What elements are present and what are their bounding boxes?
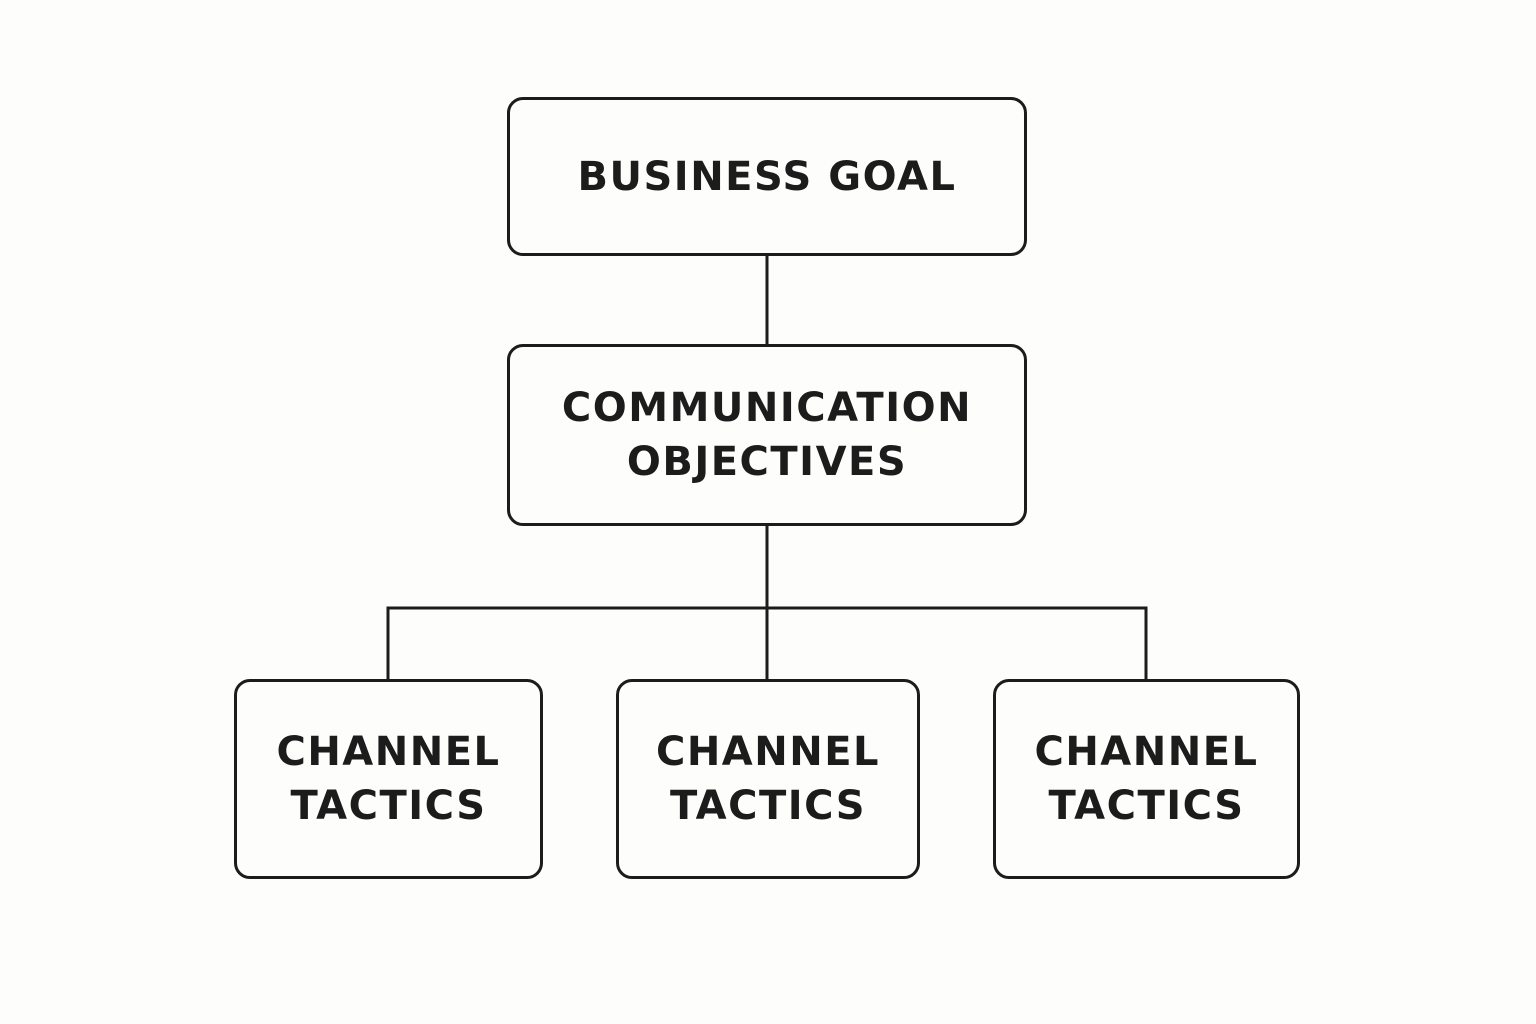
business-goal-box: BUSINESS GOAL [507, 97, 1027, 256]
channel-tactics-3-label-line-1: CHANNEL [1034, 729, 1259, 775]
channel-tactics-box-2: CHANNEL TACTICS [616, 679, 920, 879]
communication-objectives-label-line-2: OBJECTIVES [626, 439, 908, 485]
communication-objectives-label-line-1: COMMUNICATION [561, 385, 973, 431]
channel-tactics-1-label-line-2: TACTICS [290, 783, 487, 829]
channel-tactics-2-label-line-1: CHANNEL [655, 729, 881, 775]
channel-tactics-2-label-line-2: TACTICS [669, 783, 867, 829]
channel-tactics-3-label-line-2: TACTICS [1048, 783, 1245, 829]
channel-tactics-box-1: CHANNEL TACTICS [234, 679, 543, 879]
communication-objectives-box: COMMUNICATION OBJECTIVES [507, 344, 1027, 526]
channel-tactics-box-3: CHANNEL TACTICS [993, 679, 1300, 879]
business-goal-label: BUSINESS GOAL [577, 153, 957, 200]
channel-tactics-1-label-line-1: CHANNEL [276, 729, 501, 775]
